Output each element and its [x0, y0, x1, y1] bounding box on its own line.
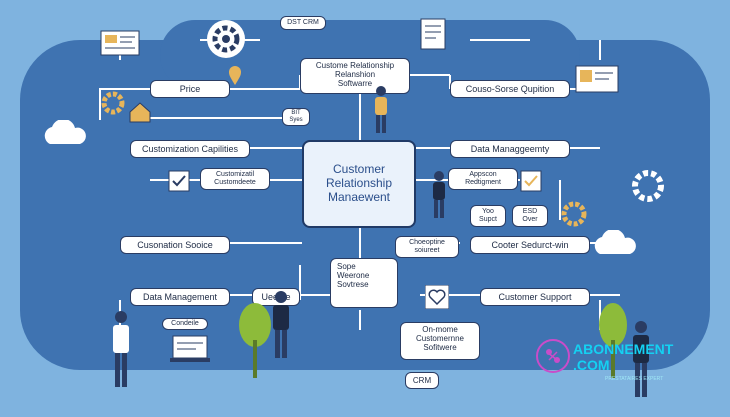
person-icon [633, 321, 649, 397]
on-mome-line3: Sofitwere [423, 343, 457, 353]
label-customization-sub: Customizatil Customdeete [200, 168, 270, 191]
label-condeile: Condeile [162, 318, 208, 331]
brand-tagline: PRESTATAIRES EXPERT [605, 376, 663, 382]
label-data-management: Data Management [130, 288, 230, 307]
choeoptine-line1: Choeoptine [409, 239, 445, 246]
brand-line2: .COM [573, 357, 610, 373]
on-mome-line2: Customernne [415, 334, 465, 344]
checkbox-icon [520, 170, 542, 192]
document-icon [420, 18, 446, 50]
bit-line2: Syes [289, 116, 303, 123]
cloud-icon [44, 120, 86, 144]
gear-icon [207, 20, 245, 58]
center-title-line1: Customer [332, 162, 385, 177]
label-customation-sooice: Cusonation Sooice [120, 236, 230, 255]
person-icon [113, 311, 129, 387]
checklist-sovtrese: Sovtrese [337, 280, 369, 290]
location-pin-icon [229, 66, 241, 85]
checklist-sope: Sope [337, 262, 356, 271]
person-icon [433, 171, 445, 218]
label-appscon: Appscon Redtigment [448, 168, 518, 191]
top-box-line1: Custome Relationship [315, 61, 395, 70]
esd-line2: Over [522, 216, 538, 224]
gear-icon [632, 170, 664, 202]
customization-sub-line1: Customizatil [215, 171, 255, 178]
plant-icon [239, 303, 271, 378]
appscon-line2: Redtigment [465, 179, 501, 187]
monitor-icon [100, 30, 140, 56]
label-bit-syes: BIT Syes [282, 108, 310, 126]
center-crm-box: Customer Relationship Manaewent [302, 140, 416, 228]
checkbox-icon [168, 170, 190, 192]
label-yoo: Yoo Supct [470, 205, 506, 228]
top-box-line2: Relanshion [334, 70, 376, 80]
heart-icon [425, 285, 449, 309]
choeoptine-line2: soiureet [414, 247, 440, 255]
label-crm-badge: CRM [405, 372, 439, 390]
laptop-icon [170, 335, 210, 362]
cloud-icon [594, 230, 636, 254]
label-crm-top: DST CRM [280, 16, 326, 31]
monitor-icon [575, 65, 619, 93]
checklist-weerone: Weerone [337, 271, 370, 281]
on-mome-line1: On-mome [422, 325, 458, 334]
label-choeoptine: Choeoptine soiureet [395, 236, 459, 259]
person-icon [375, 86, 387, 133]
top-box-line3: Softwarre [337, 79, 373, 89]
label-customer-support: Customer Support [480, 288, 590, 307]
house-icon [129, 102, 151, 123]
center-title-line2: Relationship [325, 176, 393, 191]
brand-line1: ABONNEMENT [573, 341, 674, 357]
gear-icon [561, 201, 587, 227]
label-esd: ESD Over [512, 205, 548, 228]
label-top-software-box: Custome Relationship Relanshion Softwarr… [300, 58, 410, 94]
appscon-line1: Appscon [469, 171, 497, 178]
customization-sub-line2: Customdeete [214, 179, 256, 187]
label-price: Price [150, 80, 230, 99]
brand-logo: ABONNEMENT .COM PRESTATAIRES EXPERT [536, 339, 674, 382]
yoo-line1: Yoo [482, 208, 494, 215]
yoo-line2: Supct [479, 216, 497, 224]
gear-icon [101, 91, 125, 115]
label-couse-sorse: Couso-Sorse Qupition [450, 80, 570, 99]
label-data-managgeemty: Data Managgeemty [450, 140, 570, 159]
label-checklist: Sope Weerone Sovtrese [330, 258, 398, 308]
center-title-line3: Manaewent [327, 189, 391, 204]
label-cooter-sedurct: Cooter Sedurct-win [470, 236, 590, 255]
plant-icon [599, 303, 627, 378]
person-icon [273, 291, 289, 358]
label-customization-capabilities: Customization Capilities [130, 140, 250, 159]
label-on-mome: On-mome Customernne Sofitwere [400, 322, 480, 360]
esd-line1: ESD [522, 208, 538, 215]
bit-line1: BIT [291, 110, 301, 116]
